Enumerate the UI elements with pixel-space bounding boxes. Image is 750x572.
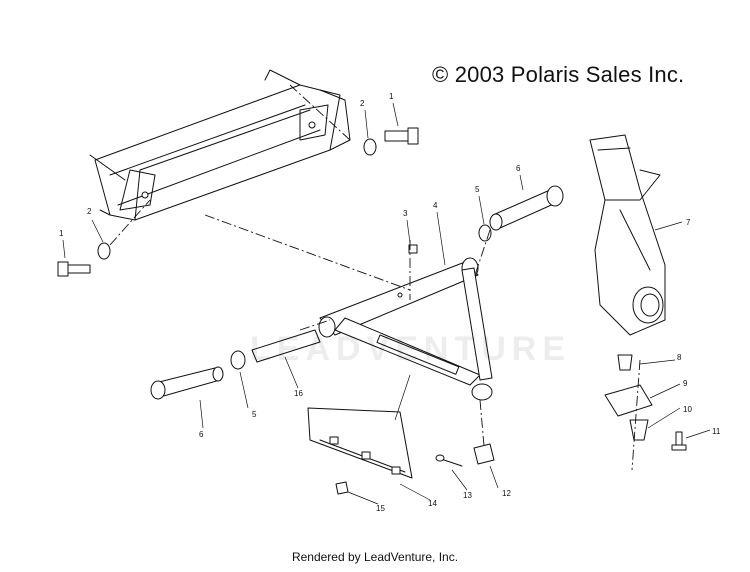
nut-3 (408, 244, 418, 254)
callout-12: 12 (502, 489, 511, 498)
pivot-tube-lower (150, 366, 224, 400)
callout-3: 3 (403, 209, 408, 218)
spindle (589, 134, 666, 336)
bushing-lower (230, 350, 246, 370)
bolt-left (57, 261, 91, 277)
callout-4: 4 (433, 201, 438, 210)
footer-credit: Rendered by LeadVenture, Inc. (291, 550, 459, 564)
washer-left (97, 242, 111, 260)
callout-9: 9 (683, 379, 688, 388)
callout-6-upper: 6 (516, 164, 521, 173)
watermark: LEADVENTURE (250, 330, 572, 368)
callout-5-lower: 5 (252, 410, 257, 419)
spacer-16 (251, 329, 321, 363)
callout-15: 15 (376, 504, 385, 513)
callout-5-upper: 5 (475, 185, 480, 194)
washer-top (363, 138, 377, 156)
callout-8: 8 (677, 353, 682, 362)
callout-2-left: 2 (87, 207, 92, 216)
copyright-notice: © 2003 Polaris Sales Inc. (432, 62, 685, 87)
callout-1-left: 1 (59, 229, 64, 238)
bolt-top (384, 127, 419, 145)
a-arm (318, 257, 493, 401)
callout-10: 10 (683, 405, 692, 414)
a-arm-guard (307, 407, 413, 479)
callout-6-lower: 6 (199, 430, 204, 439)
callout-7: 7 (686, 218, 691, 227)
pivot-tube-upper (489, 185, 564, 231)
bolt-11 (671, 431, 687, 451)
callout-13: 13 (463, 491, 472, 500)
callout-2-top: 2 (360, 99, 365, 108)
callout-14: 14 (428, 499, 437, 508)
callout-1-top: 1 (389, 92, 394, 101)
ball-joint-8 (617, 354, 633, 371)
plate-9 (604, 384, 653, 417)
callout-16: 16 (294, 389, 303, 398)
nut-12 (473, 443, 495, 465)
frame-rail (89, 69, 351, 221)
callout-11: 11 (712, 427, 721, 436)
